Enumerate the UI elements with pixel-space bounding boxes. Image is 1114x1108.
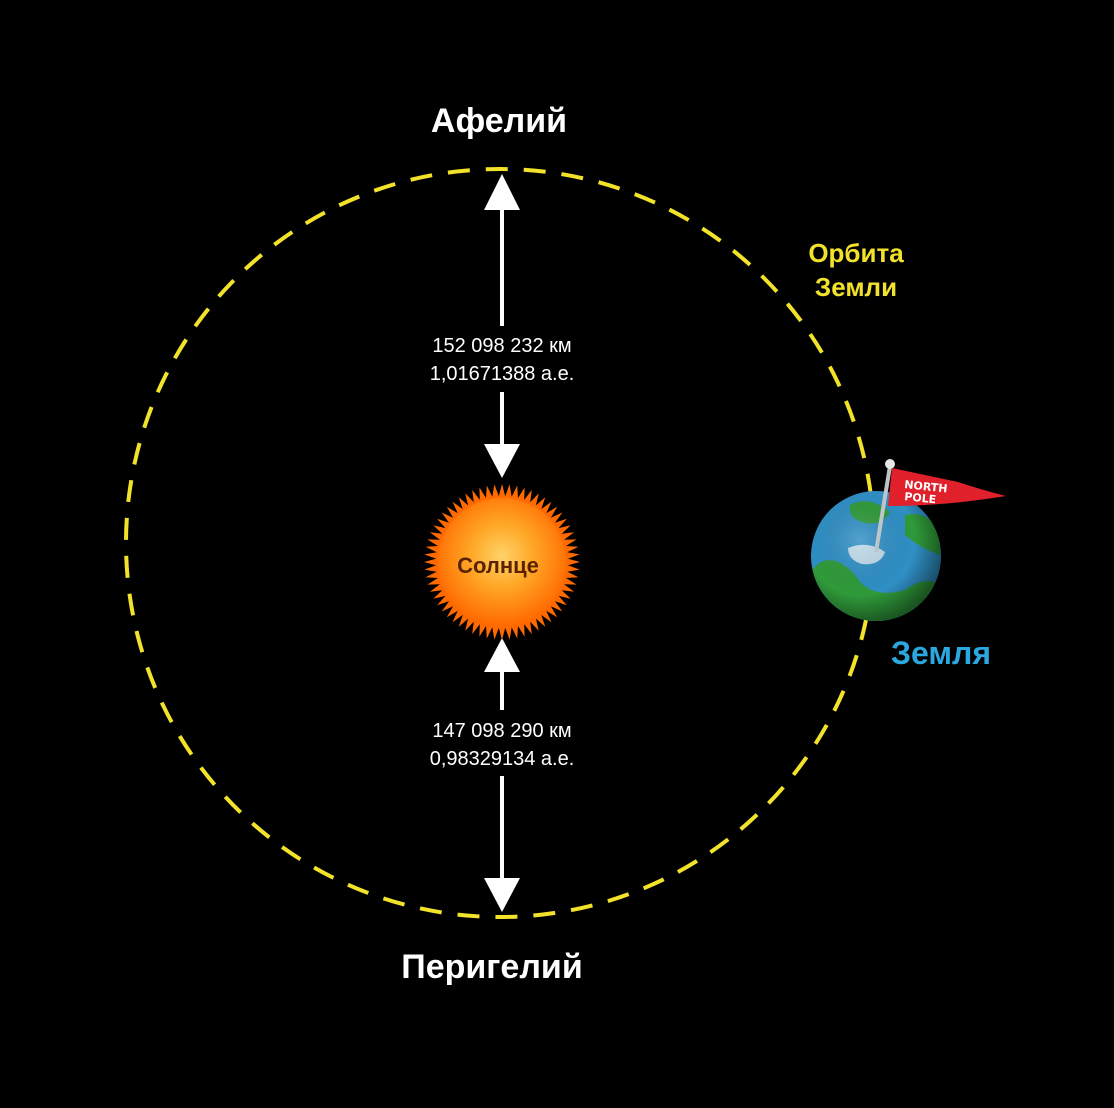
earth-label: Земля bbox=[891, 635, 991, 671]
perihelion-distance-au: 0,98329134 а.е. bbox=[430, 748, 575, 770]
sun-label: Солнце bbox=[457, 553, 539, 578]
flag-text-line2: POLE bbox=[904, 490, 937, 506]
perihelion-label: Перигелий bbox=[401, 948, 583, 986]
orbit-label-line2: Земли bbox=[815, 272, 897, 302]
aphelion-distance-au: 1,01671388 а.е. bbox=[430, 363, 575, 385]
aphelion-distance-km: 152 098 232 км bbox=[432, 335, 571, 357]
perihelion-distance-km: 147 098 290 км bbox=[432, 720, 571, 742]
orbit-label-line1: Орбита bbox=[808, 238, 904, 268]
arrow-up-icon bbox=[484, 638, 520, 672]
arrow-down-icon bbox=[484, 444, 520, 478]
sun-icon bbox=[424, 484, 580, 640]
perihelion-distance-arrow bbox=[484, 638, 520, 912]
arrow-up-icon bbox=[484, 174, 520, 210]
earth-globe-icon bbox=[811, 491, 941, 621]
north-pole-flag-icon: NORTH POLE bbox=[874, 459, 1006, 553]
aphelion-distance-arrow bbox=[484, 174, 520, 478]
aphelion-label: Афелий bbox=[431, 102, 567, 140]
flag-text-line1: NORTH bbox=[904, 478, 948, 495]
arrow-down-icon bbox=[484, 878, 520, 912]
